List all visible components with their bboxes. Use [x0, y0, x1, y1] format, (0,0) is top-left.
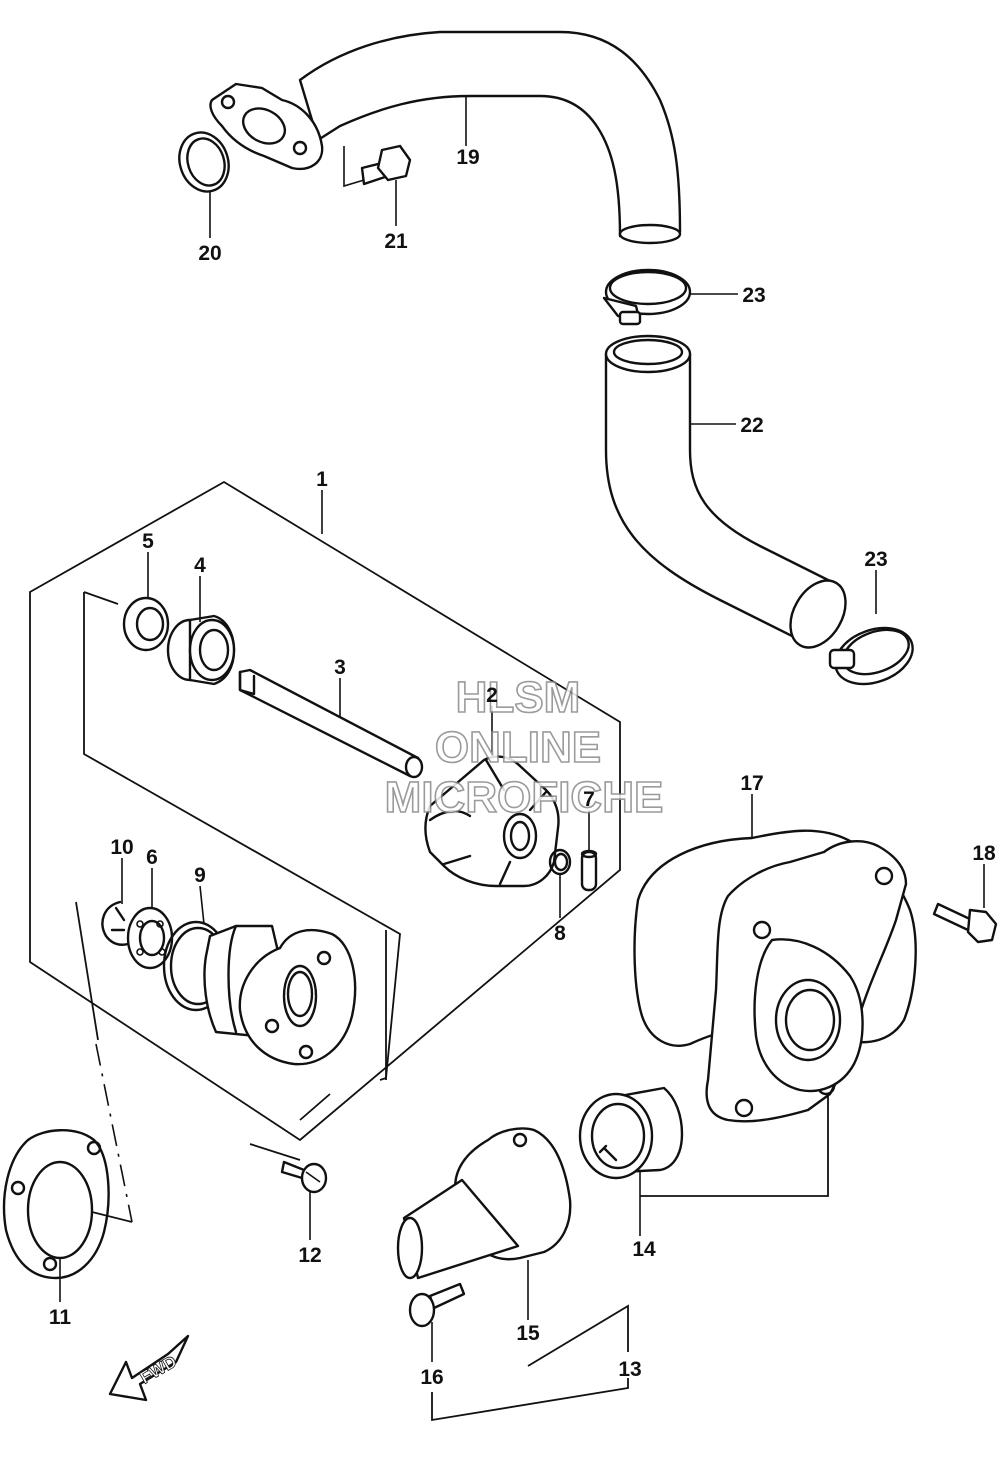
callout-labels: 1 2 3 4 5 6 7 8 9 10 11 12 13 14 15 16 1… — [49, 146, 996, 1389]
pump-screw — [280, 1160, 328, 1194]
callout-6: 6 — [146, 846, 158, 869]
watermark: HLSM ONLINE MICROFICHE — [384, 672, 664, 823]
pump-body — [203, 924, 357, 1066]
thermostat — [578, 1086, 684, 1180]
oil-seal — [122, 596, 170, 652]
callout-23-lower: 23 — [864, 548, 887, 571]
pump-gasket — [2, 1129, 110, 1280]
callout-20: 20 — [198, 242, 221, 265]
callout-21: 21 — [384, 230, 408, 253]
callout-22: 22 — [740, 414, 763, 437]
callout-14: 14 — [632, 1238, 656, 1261]
callout-2: 2 — [486, 684, 498, 707]
callout-15: 15 — [516, 1322, 540, 1345]
dowel-pin — [580, 849, 598, 892]
callout-4: 4 — [194, 554, 206, 577]
fwd-label: FWD — [137, 1352, 180, 1388]
callout-19: 19 — [456, 146, 479, 169]
callout-13: 13 — [618, 1358, 641, 1381]
callout-23-upper: 23 — [742, 284, 765, 307]
gasket-alignment-line — [95, 1043, 133, 1223]
hose-clamp-lower — [828, 626, 914, 686]
callout-18: 18 — [972, 842, 996, 865]
callout-10: 10 — [110, 836, 133, 859]
pipe-o-ring — [178, 131, 230, 193]
hose-clamp-upper — [602, 268, 692, 326]
pump-cover — [705, 840, 908, 1123]
pump-assembly-box — [29, 480, 621, 1142]
gasket-bracket — [75, 901, 133, 1223]
pipe-bolt — [343, 144, 412, 188]
leader-lines — [59, 96, 985, 1422]
callout-3: 3 — [334, 656, 346, 679]
e-clip — [101, 900, 130, 946]
fwd-direction-arrow: FWD — [108, 1334, 190, 1402]
impeller — [424, 755, 560, 888]
callout-12: 12 — [298, 1244, 321, 1267]
callout-9: 9 — [194, 864, 206, 887]
callout-5: 5 — [142, 530, 154, 553]
callout-16: 16 — [420, 1366, 443, 1389]
callout-1: 1 — [316, 468, 328, 491]
pump-subassembly-box-right — [379, 930, 387, 1081]
watermark-line-3: MICROFICHE — [385, 773, 664, 822]
water-pipe — [209, 30, 682, 245]
callout-7: 7 — [583, 788, 595, 811]
thermostat-bolt — [408, 1282, 466, 1328]
cover-gasket — [633, 829, 917, 1047]
callout-8: 8 — [554, 922, 566, 945]
pump-shaft — [238, 668, 424, 779]
callout-11: 11 — [49, 1306, 72, 1329]
callout-17: 17 — [740, 772, 763, 795]
water-hose — [604, 334, 847, 649]
pump-subassembly-bracket — [83, 591, 331, 1161]
watermark-line-2: ONLINE — [435, 723, 601, 772]
mechanical-seal — [166, 614, 236, 686]
cover-bolt — [932, 902, 998, 944]
thermostat-cover — [396, 1127, 572, 1280]
pump-subassembly-box-upper — [83, 592, 401, 1079]
watermark-line-1: HLSM — [456, 673, 581, 722]
